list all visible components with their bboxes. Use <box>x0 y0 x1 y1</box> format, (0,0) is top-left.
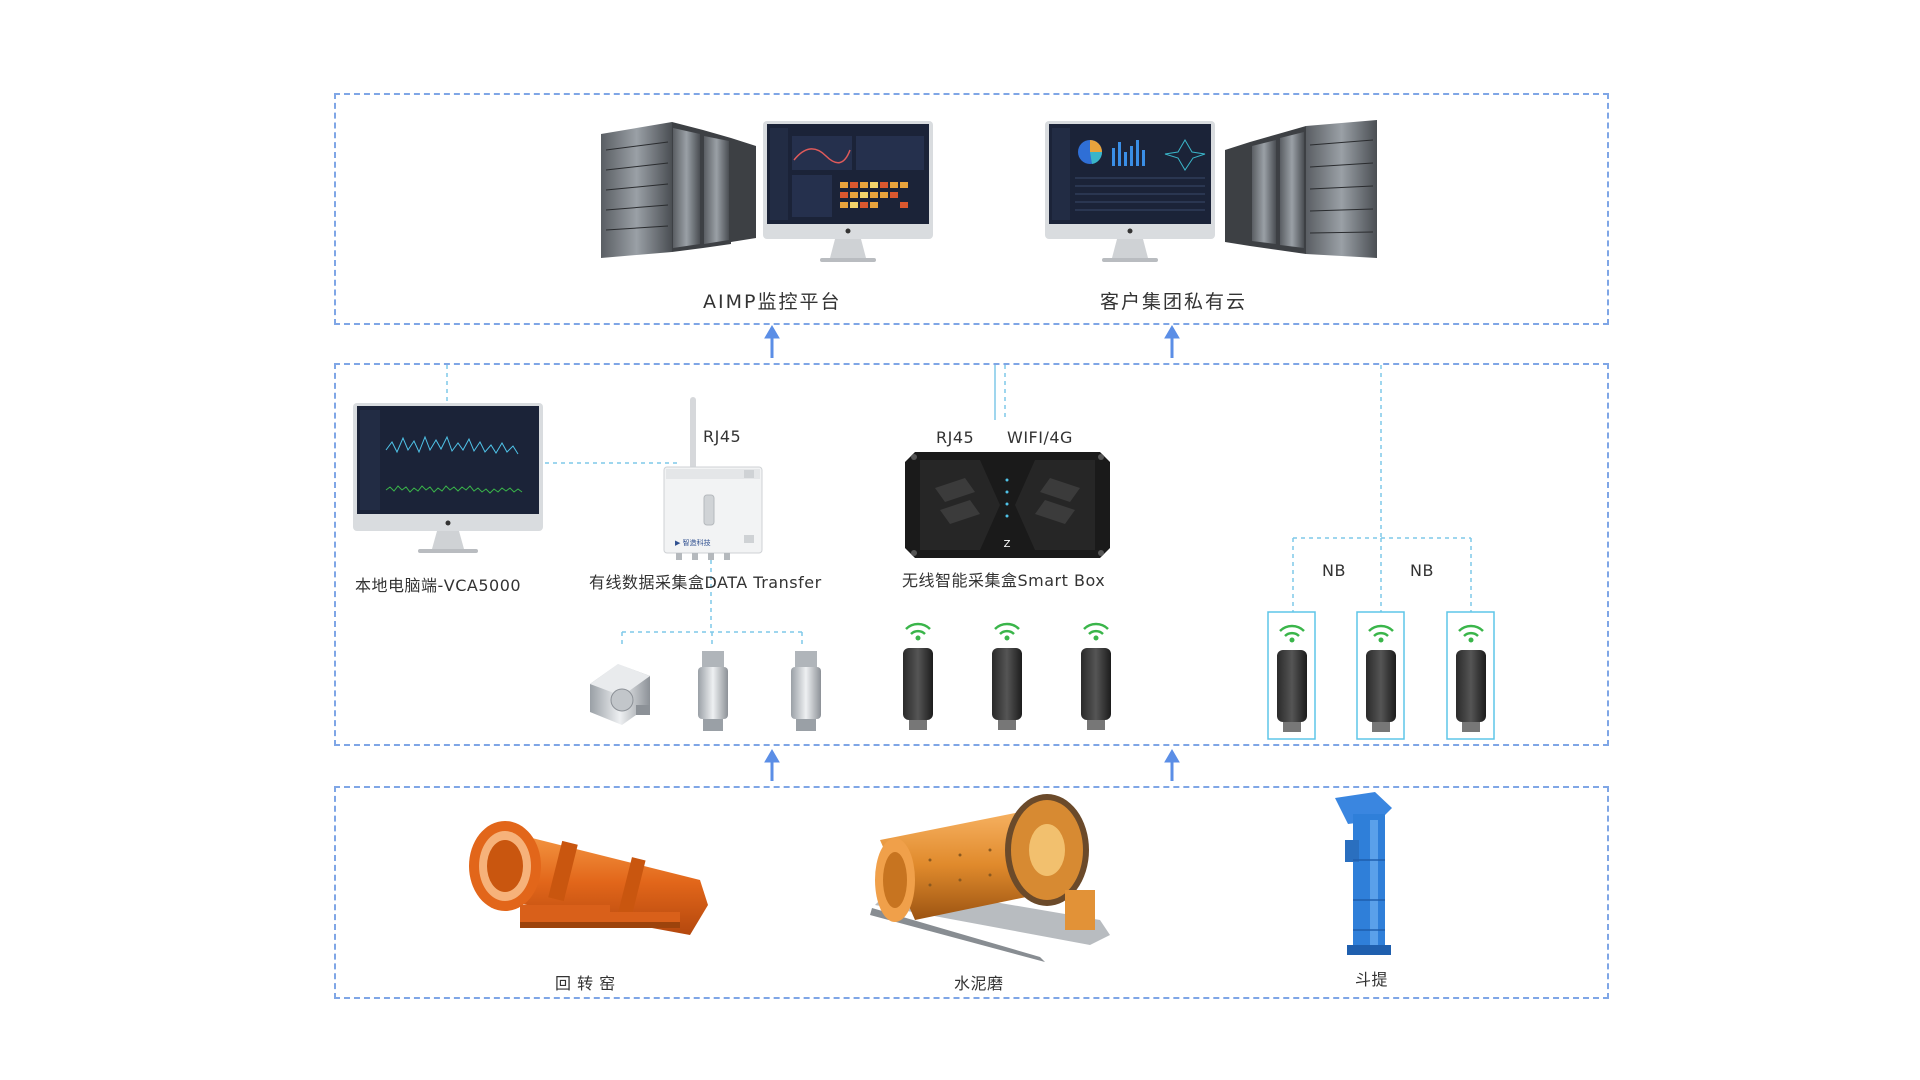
vibration-sensor-icon <box>791 651 821 731</box>
rj45-label-right: RJ45 <box>936 428 975 447</box>
ball-mill-icon <box>870 794 1110 962</box>
connector-lines <box>446 365 1472 648</box>
nb-label-right: NB <box>1410 561 1434 580</box>
wireless-sensor-icon <box>903 622 933 730</box>
cloud-monitor-icon <box>1045 121 1215 262</box>
wireless-sensor-icon <box>992 622 1022 730</box>
server-rack-icon <box>601 122 756 258</box>
bucket-elevator-label: 斗提 <box>1355 970 1389 989</box>
rotary-kiln-icon <box>469 821 708 935</box>
smart-box-icon: Z <box>905 452 1110 558</box>
rj45-label-left: RJ45 <box>703 427 742 446</box>
local-pc-label: 本地电脑端-VCA5000 <box>355 576 522 595</box>
aimp-platform-label: AIMP监控平台 <box>703 291 842 313</box>
rotary-kiln-label: 回 转 窑 <box>555 974 616 993</box>
svg-text:▶ 智造科技: ▶ 智造科技 <box>675 538 711 547</box>
private-cloud-label: 客户集团私有云 <box>1100 291 1248 313</box>
svg-text:Z: Z <box>1004 539 1011 550</box>
local-pc-monitor-icon <box>353 403 543 553</box>
nb-label-left: NB <box>1322 561 1346 580</box>
inclination-sensor-icon <box>590 664 650 725</box>
cement-mill-label: 水泥磨 <box>954 974 1004 993</box>
cloud-layer-panel <box>334 93 1609 325</box>
vibration-sensor-icon <box>698 651 728 731</box>
up-arrow-icon <box>764 325 1180 781</box>
data-transfer-box-icon: ▶ 智造科技 <box>663 397 763 560</box>
aimp-monitor-icon <box>763 121 933 262</box>
wifi-4g-label: WIFI/4G <box>1007 428 1073 447</box>
nb-sensor-icon <box>1356 611 1405 740</box>
equipment-layer-panel <box>334 786 1609 999</box>
wireless-sensor-icon <box>1081 622 1111 730</box>
nb-sensor-icon <box>1446 611 1495 740</box>
smart-box-label: 无线智能采集盒Smart Box <box>902 571 1106 590</box>
nb-sensor-icon <box>1267 611 1316 740</box>
collection-layer-panel <box>334 363 1609 746</box>
data-transfer-label: 有线数据采集盒DATA Transfer <box>589 573 822 592</box>
server-rack-icon <box>1225 120 1377 258</box>
bucket-elevator-icon <box>1335 792 1392 955</box>
